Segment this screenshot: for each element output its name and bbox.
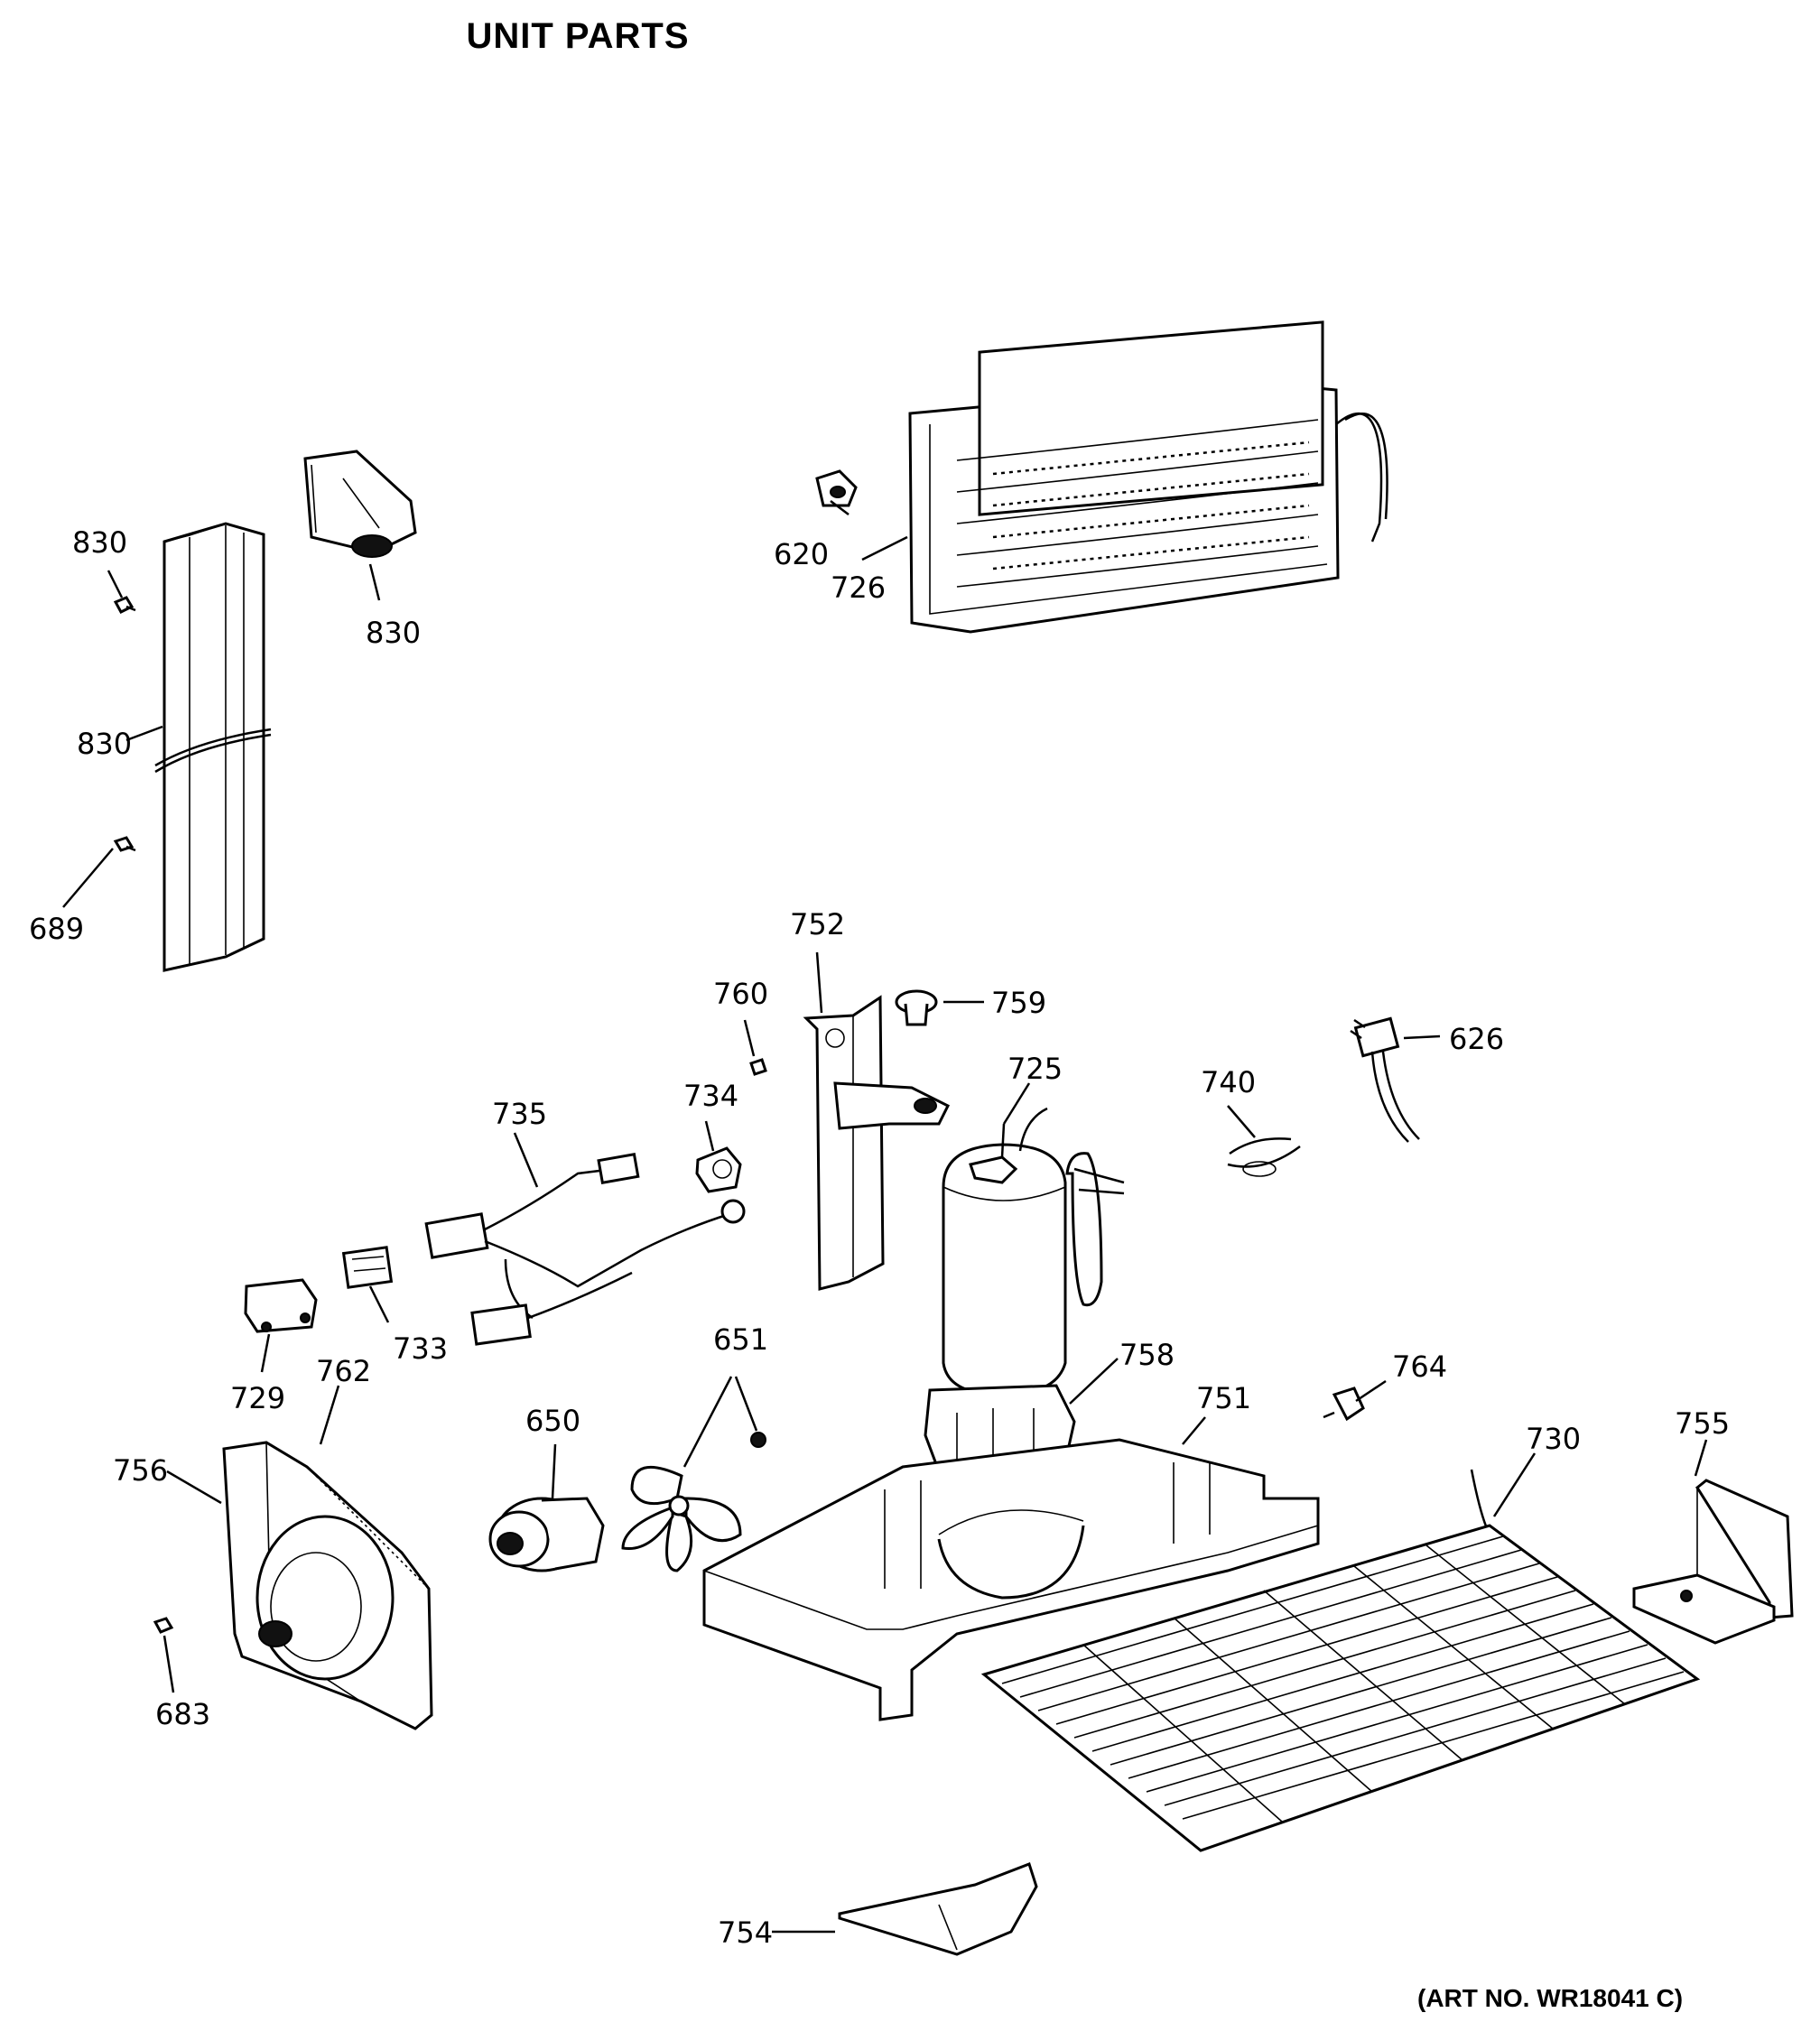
screw-760-part [749, 1058, 767, 1076]
fan-motor-650-part [488, 1497, 605, 1572]
callout-752: 752 [790, 907, 845, 941]
bracket-752-part [803, 995, 951, 1291]
bracket-755-part [1632, 1479, 1794, 1645]
leader-lines [62, 500, 1708, 1934]
callout-735: 735 [492, 1097, 547, 1131]
callout-726: 726 [831, 570, 886, 605]
callout-760: 760 [713, 977, 768, 1011]
clip-764-part [1323, 1387, 1365, 1422]
overload-734-part [695, 1146, 742, 1193]
callout-730: 730 [1526, 1422, 1581, 1456]
base-pan-751-part [702, 1438, 1320, 1721]
cap-620-part [815, 469, 858, 507]
callout-733: 733 [393, 1331, 448, 1366]
callout-labels: 830 830 830 689 620 726 752 760 759 734 … [29, 525, 1730, 1950]
grommet-block-part [303, 450, 417, 558]
fan-shroud-756-part [222, 1441, 433, 1730]
grommet-759-part [895, 989, 938, 1026]
capacitor-729-part [244, 1278, 318, 1333]
callout-740: 740 [1201, 1065, 1256, 1099]
callout-756: 756 [113, 1453, 168, 1488]
callout-620: 620 [774, 537, 829, 571]
callout-764: 764 [1392, 1350, 1447, 1384]
callout-751: 751 [1196, 1381, 1251, 1415]
clip-740-part [1227, 1137, 1301, 1177]
fan-blade-651-part [621, 1432, 766, 1572]
wiring-harness-735-part [424, 1152, 746, 1346]
screw-689-part [113, 836, 136, 852]
callout-683: 683 [155, 1697, 210, 1731]
callout-759: 759 [991, 986, 1046, 1020]
diagram-title: UNIT PARTS [466, 16, 690, 56]
callout-725: 725 [1008, 1052, 1063, 1086]
callout-651: 651 [713, 1322, 768, 1357]
callout-734: 734 [683, 1079, 738, 1113]
compressor-725-part [942, 1107, 1125, 1396]
callout-689: 689 [29, 912, 84, 946]
vertical-channel-part [154, 522, 272, 972]
callout-626: 626 [1449, 1022, 1504, 1056]
condenser-coil-part [908, 320, 1388, 634]
callout-830-screw: 830 [72, 525, 127, 560]
callout-650: 650 [525, 1404, 580, 1438]
callout-755: 755 [1675, 1406, 1730, 1441]
art-number: (ART NO. WR18041 C) [1417, 1984, 1684, 2012]
wedge-754-part [838, 1862, 1038, 1956]
relay-733-part [341, 1246, 394, 1289]
condenser-grid-730-part [980, 1469, 1701, 1852]
screw-683-part [153, 1617, 174, 1634]
callout-830-channel: 830 [77, 727, 132, 761]
callout-758: 758 [1119, 1338, 1175, 1372]
cord-626-part [1350, 1016, 1420, 1143]
screw-830-part [113, 596, 136, 614]
callout-762: 762 [316, 1354, 371, 1388]
callout-729: 729 [230, 1381, 285, 1415]
callout-830-block: 830 [366, 616, 421, 650]
callout-754: 754 [718, 1915, 773, 1950]
